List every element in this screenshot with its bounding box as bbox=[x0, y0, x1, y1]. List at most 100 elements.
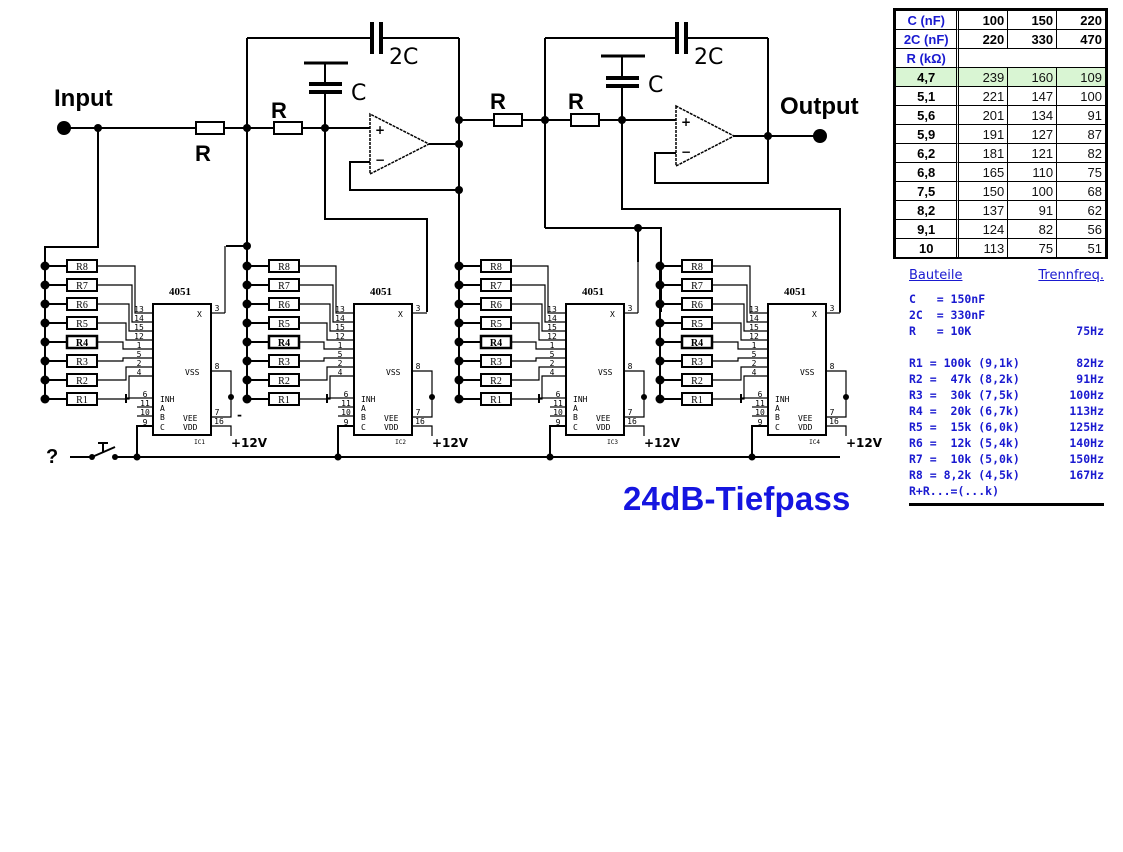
pin-number: 6 bbox=[344, 390, 349, 399]
pin-name: X bbox=[398, 310, 403, 319]
pin-number: 9 bbox=[556, 418, 561, 427]
pin-number: 7 bbox=[215, 408, 220, 417]
pin-name: VEE bbox=[183, 414, 198, 423]
pin-number: 8 bbox=[628, 362, 633, 371]
pin-number: 5 bbox=[338, 350, 343, 359]
frequency-value: 82 bbox=[1057, 144, 1105, 163]
chip-name: 4051 bbox=[784, 286, 806, 298]
frequency-value: 181 bbox=[959, 144, 1009, 163]
part-value: R = 10K bbox=[909, 324, 972, 338]
row-label: C (nF) bbox=[896, 11, 960, 30]
pin-name: VDD bbox=[798, 423, 813, 432]
divider bbox=[909, 503, 1104, 506]
resistor-label: R bbox=[195, 141, 211, 166]
unknown-input-label: ? bbox=[46, 446, 58, 468]
resistor-r-2b bbox=[570, 113, 600, 127]
resistance-value: 5,9 bbox=[896, 125, 960, 144]
mux-banks: R813X0R714X1R615X2R512X3R41X4R35X5R22X6R… bbox=[40, 246, 883, 461]
resistor-label: R3 bbox=[691, 357, 703, 368]
resistor-label: R8 bbox=[278, 262, 290, 273]
resistor-label: R7 bbox=[278, 281, 290, 292]
pin-number: 15 bbox=[335, 323, 345, 332]
pin-number: 2 bbox=[752, 359, 757, 368]
frequency-value: 100 bbox=[1008, 182, 1058, 201]
pin-number: 8 bbox=[215, 362, 220, 371]
frequency-value: 109 bbox=[1057, 68, 1105, 87]
pin-number: 1 bbox=[550, 341, 555, 350]
header-value: 100 bbox=[959, 11, 1009, 30]
resistor-label: R2 bbox=[490, 376, 502, 387]
pin-number: 4 bbox=[137, 368, 142, 377]
cutoff-frequency: 140Hz bbox=[1069, 436, 1104, 450]
frequency-value: 150 bbox=[959, 182, 1009, 201]
parts-row: 2C = 330nF bbox=[909, 307, 1104, 323]
output-terminal bbox=[813, 129, 827, 143]
chip-name: 4051 bbox=[169, 286, 191, 298]
pin-number: 11 bbox=[755, 399, 765, 408]
resistor-label: R1 bbox=[76, 395, 88, 406]
cutoff-frequency: 167Hz bbox=[1069, 468, 1104, 482]
header-value: 470 bbox=[1057, 30, 1105, 49]
parts-header-cutoff: Trennfreq. bbox=[1038, 268, 1104, 283]
chip-name: 4051 bbox=[370, 286, 392, 298]
frequency-value: 121 bbox=[1008, 144, 1058, 163]
resistor-label: R4 bbox=[278, 338, 290, 349]
pin-number: 8 bbox=[416, 362, 421, 371]
resistor-label: R6 bbox=[76, 300, 88, 311]
frequency-value: 51 bbox=[1087, 240, 1102, 256]
parts-row: R5 = 15k (6,0k)125Hz bbox=[909, 419, 1104, 435]
pin-number: 2 bbox=[137, 359, 142, 368]
mux-chip-4051 bbox=[767, 303, 827, 436]
filter-stage-2: R 2C R C + − Output bbox=[459, 22, 859, 312]
parts-row: R3 = 30k (7,5k)100Hz bbox=[909, 387, 1104, 403]
resistor-label: R4 bbox=[76, 338, 88, 349]
pin-number: 10 bbox=[140, 408, 150, 417]
part-value: 2C = 330nF bbox=[909, 308, 986, 322]
resistor-label: R5 bbox=[490, 319, 502, 330]
supply-label: +12V bbox=[644, 436, 681, 450]
opamp-1 bbox=[369, 112, 431, 176]
resistor-label: R bbox=[568, 89, 584, 114]
pin-number: 7 bbox=[416, 408, 421, 417]
part-value: R1 = 100k (9,1k) bbox=[909, 356, 1020, 370]
pin-number: 9 bbox=[758, 418, 763, 427]
pin-name: VEE bbox=[384, 414, 399, 423]
pin-name: INH bbox=[361, 395, 376, 404]
pin-name: VSS bbox=[386, 368, 401, 377]
pin-name: B bbox=[160, 413, 165, 422]
frequency-value: 75 bbox=[1008, 239, 1058, 257]
frequency-value: 127 bbox=[1008, 125, 1058, 144]
resistor-label: R6 bbox=[490, 300, 502, 311]
pin-name: VDD bbox=[183, 423, 198, 432]
pin-number: 9 bbox=[143, 418, 148, 427]
pin-number: 5 bbox=[137, 350, 142, 359]
header-value: 220 bbox=[1057, 11, 1105, 30]
frequency-value: 82 bbox=[1008, 220, 1058, 239]
pin-number: 1 bbox=[338, 341, 343, 350]
resistor-label: R bbox=[271, 98, 287, 123]
resistor-label: R1 bbox=[691, 395, 703, 406]
pin-number: 14 bbox=[749, 314, 759, 323]
parts-row: R4 = 20k (6,7k)113Hz bbox=[909, 403, 1104, 419]
header-value: 220 bbox=[959, 30, 1009, 49]
frequency-value: 201 bbox=[959, 106, 1009, 125]
pin-number: 8 bbox=[830, 362, 835, 371]
pin-name: X bbox=[610, 310, 615, 319]
header-value: 330 bbox=[1008, 30, 1058, 49]
pin-number: 1 bbox=[752, 341, 757, 350]
resistance-value: 5,1 bbox=[896, 87, 960, 106]
pin-number: 13 bbox=[547, 305, 557, 314]
pin-name: C bbox=[160, 423, 165, 432]
resistor-label: R4 bbox=[490, 338, 502, 349]
frequency-value: 160 bbox=[1008, 68, 1058, 87]
pin-number: 3 bbox=[628, 304, 633, 313]
mux-chip-4051 bbox=[565, 303, 625, 436]
blank-cell bbox=[959, 49, 1105, 68]
frequency-value: 56 bbox=[1057, 220, 1105, 239]
